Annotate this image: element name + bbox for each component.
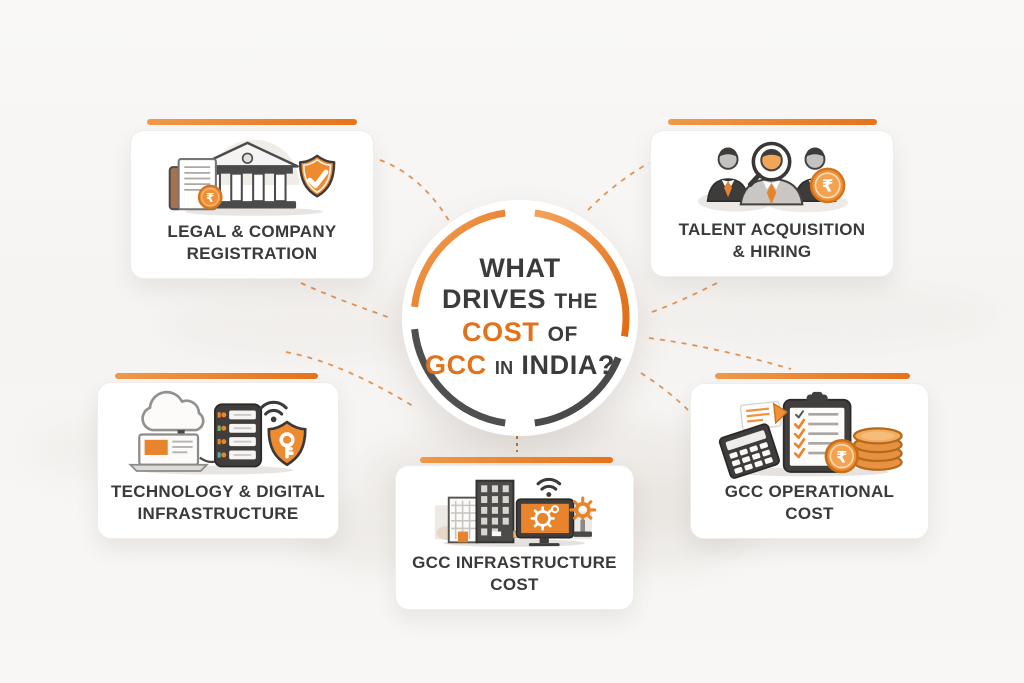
card-technology-digital-infrastructure: TECHNOLOGY & DIGITAL INFRASTRUCTURE [97, 382, 339, 539]
svg-text:₹: ₹ [822, 177, 834, 196]
gear-stand-icon [569, 496, 597, 537]
circle-ring [411, 209, 630, 427]
connector-hub-to-talent-bottom [651, 280, 722, 313]
team-magnifier-rupee-coin-icon: ₹ [698, 141, 849, 213]
ring-arc-orange-left [411, 209, 506, 308]
bank-document-check-shield-icon: ₹ [169, 139, 336, 216]
rupee-coin-icon: ₹ [824, 438, 860, 474]
wifi-icon [536, 477, 562, 498]
coin-stack-icon [853, 427, 903, 471]
label-line: COST [785, 504, 834, 523]
card-legal-company-registration: ₹ LEGAL & COMPANY REGISTRATION [130, 130, 374, 279]
ring-arc-dark-right [534, 356, 622, 427]
connector-tech-to-hub [285, 351, 414, 407]
label-line: TECHNOLOGY & DIGITAL [110, 482, 326, 501]
hub-title: WHAT DRIVES THE COST OF GCC IN INDIA? [402, 200, 638, 436]
wifi-icon [260, 400, 289, 423]
monitor-gear-icon [516, 498, 575, 547]
key-shield-icon [267, 420, 307, 467]
hub-title-line1: WHAT [479, 252, 561, 283]
hub-title-line4: GCC IN INDIA? [424, 349, 616, 380]
label-line: LEGAL & COMPANY [167, 222, 337, 241]
label-line: GCC OPERATIONAL [724, 482, 895, 501]
label-line: COST [490, 575, 539, 594]
card-talent-acquisition-hiring: ₹ TALENT ACQUISITION & HIRING [650, 130, 894, 277]
rupee-coin-icon: ₹ [198, 184, 224, 210]
check-shield-icon [299, 154, 336, 198]
background-texture-blob [620, 280, 1000, 350]
hub-title-line3: COST OF [462, 316, 578, 347]
magnifier-icon [752, 141, 792, 182]
hub-title-line2: DRIVES THE [441, 283, 599, 314]
svg-text:₹: ₹ [837, 447, 848, 466]
label-line: REGISTRATION [186, 244, 318, 263]
svg-text:₹: ₹ [206, 191, 214, 205]
central-question-circle: WHAT DRIVES THE COST OF GCC IN INDIA? [402, 200, 638, 436]
card-accent-bar [147, 119, 357, 125]
card-accent-bar [115, 373, 318, 379]
laptop-icon [128, 433, 219, 472]
connector-hub-to-talent [587, 162, 650, 211]
label-line: INFRASTRUCTURE [137, 504, 299, 523]
label-line: GCC INFRASTRUCTURE [412, 553, 617, 572]
card-gcc-infrastructure-cost: GCC INFRASTRUCTURE COST [395, 465, 634, 610]
connector-hub-to-operational-lower [640, 372, 690, 412]
connector-hub-to-operational [648, 337, 792, 370]
card-label: TECHNOLOGY & DIGITAL INFRASTRUCTURE [111, 481, 325, 525]
label-line: & HIRING [732, 242, 812, 261]
ring-arc-orange-right [534, 209, 630, 338]
card-accent-bar [668, 119, 877, 125]
card-accent-bar [715, 373, 910, 379]
calculator-clipboard-coins-rupee-icon: ₹ [719, 391, 903, 479]
bank-icon [196, 141, 300, 209]
buildings-monitor-gear-wifi-icon [435, 477, 597, 547]
card-label: GCC OPERATIONAL COST [725, 481, 894, 525]
cloud-server-laptop-key-shield-icon [128, 390, 307, 475]
card-accent-bar [420, 457, 613, 463]
card-gcc-operational-cost: ₹ GCC OPERATIONAL COST [690, 383, 929, 539]
label-line: TALENT ACQUISITION [678, 220, 866, 239]
rupee-coin-icon: ₹ [810, 167, 846, 204]
card-label: GCC INFRASTRUCTURE COST [412, 552, 617, 596]
ring-arc-dark-left [411, 328, 506, 427]
card-label: LEGAL & COMPANY REGISTRATION [167, 221, 336, 265]
card-label: TALENT ACQUISITION & HIRING [679, 219, 866, 263]
server-rack-icon [214, 403, 263, 468]
calculator-icon [719, 423, 781, 479]
invoice-note-icon [740, 400, 789, 431]
connector-legal-bottom-to-hub [300, 282, 394, 320]
